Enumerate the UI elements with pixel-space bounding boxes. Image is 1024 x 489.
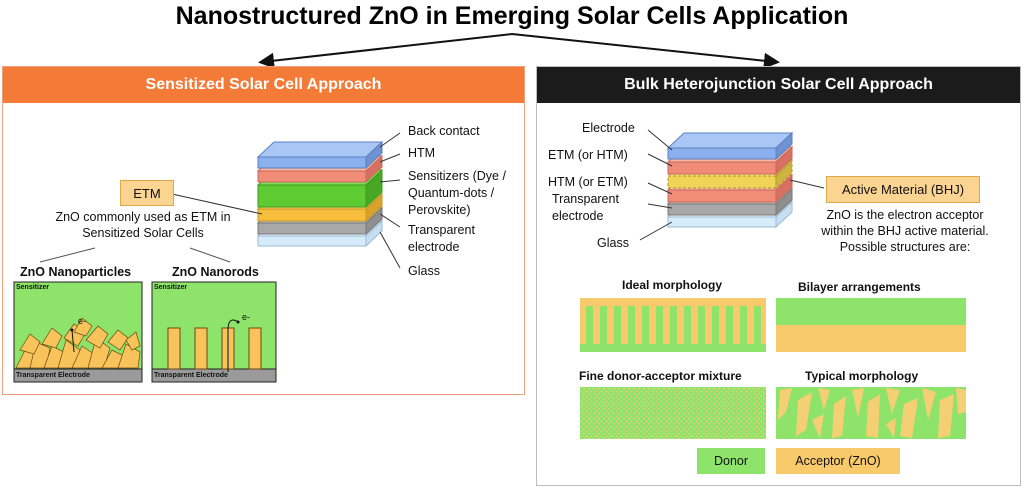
etm-caption-line2: Sensitized Solar Cells [82, 226, 204, 240]
label-transparent-1: Transparent [408, 223, 475, 237]
label-htm: HTM [408, 146, 436, 160]
morphology-typical-title: Typical morphology [805, 369, 919, 383]
nanorods-electron-label: e- [242, 312, 251, 322]
legend-donor: Donor [697, 448, 765, 474]
morphology-ideal-title: Ideal morphology [622, 278, 723, 292]
nanoparticles-sensitizer-label: Sensitizer [16, 284, 50, 291]
legend-acceptor: Acceptor (ZnO) [776, 448, 900, 474]
label-transparent-2: electrode [408, 240, 460, 254]
page-title: Nanostructured ZnO in Emerging Solar Cel… [175, 2, 849, 30]
nanorods-title: ZnO Nanorods [172, 265, 259, 279]
sensitized-panel-header: Sensitized Solar Cell Approach [3, 67, 524, 103]
etm-tag: ETM [120, 180, 174, 206]
bhj-label-glass: Glass [597, 236, 629, 250]
bhj-panel-header: Bulk Heterojunction Solar Cell Approach [537, 67, 1020, 103]
bhj-label-etm: ETM (or HTM) [548, 148, 628, 162]
bhj-label-transparent-2: electrode [552, 209, 604, 223]
label-back-contact: Back contact [408, 124, 480, 138]
etm-caption-line1: ZnO commonly used as ETM in [55, 210, 231, 224]
active-caption: ZnO is the electron acceptor within the … [800, 207, 1010, 255]
active-caption-line3: Possible structures are: [839, 240, 971, 254]
etm-caption: ZnO commonly used as ETM in Sensitized S… [28, 209, 258, 241]
morphology-fine [580, 387, 766, 439]
nanoparticles-title: ZnO Nanoparticles [20, 265, 132, 279]
morphology-ideal [580, 298, 766, 352]
morphology-typical [776, 387, 966, 439]
nanorods-electrode-label: Transparent Electrode [154, 372, 228, 379]
active-caption-line1: ZnO is the electron acceptor [826, 208, 984, 222]
label-sensitizers-3: Perovskite) [408, 203, 471, 217]
label-glass: Glass [408, 264, 440, 278]
active-caption-line2: within the BHJ active material. [821, 224, 989, 238]
layer-back-contact [256, 140, 384, 170]
bhj-label-electrode: Electrode [582, 121, 635, 135]
bhj-label-transparent-1: Transparent [552, 192, 619, 206]
morphology-bilayer [776, 298, 966, 352]
nanorods-sensitizer-label: Sensitizer [154, 284, 188, 291]
nanoparticles-electrode-label: Transparent Electrode [16, 372, 90, 379]
label-sensitizers-1: Sensitizers (Dye / [408, 169, 506, 183]
nanoparticles-electron-label: e- [78, 316, 87, 326]
label-sensitizers-2: Quantum-dots / [408, 186, 495, 200]
morphology-bilayer-title: Bilayer arrangements [798, 280, 921, 294]
morphology-fine-title: Fine donor-acceptor mixture [579, 369, 742, 383]
active-material-tag: Active Material (BHJ) [826, 176, 980, 203]
bhj-label-htm: HTM (or ETM) [548, 175, 628, 189]
